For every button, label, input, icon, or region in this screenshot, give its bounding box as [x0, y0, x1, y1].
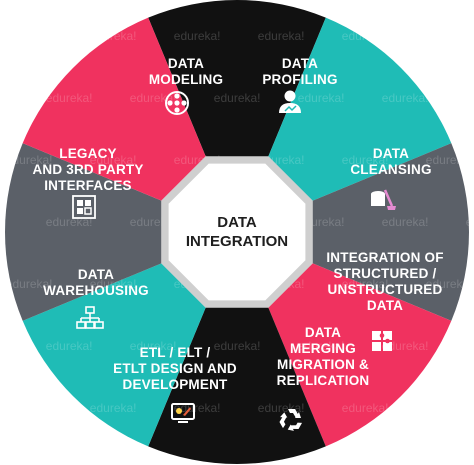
- segment-data-modeling-line-2: MODELING: [149, 72, 223, 87]
- watermark-text: edureka!: [6, 401, 53, 415]
- segment-legacy-interfaces-line-1: LEGACY: [59, 146, 116, 161]
- center-hub: DATA INTEGRATION: [161, 156, 313, 308]
- segment-data-merging-line-1: DATA: [305, 325, 341, 340]
- watermark-text: edureka!: [46, 91, 93, 105]
- segment-etl-design-line-2: ETLT DESIGN AND: [113, 361, 237, 376]
- watermark-text: edureka!: [90, 277, 137, 291]
- watermark-text: edureka!: [342, 401, 389, 415]
- segment-data-warehousing: [5, 141, 237, 323]
- broom-database-icon: [371, 189, 396, 210]
- watermark-text: edureka!: [426, 277, 473, 291]
- watermark-text: edureka!: [466, 339, 474, 353]
- segment-data-merging-line-3: MIGRATION &: [277, 357, 369, 372]
- segment-data-warehousing-line-2: WAREHOUSING: [43, 283, 149, 298]
- design-monitor-icon: [171, 403, 195, 423]
- center-title-line-2: INTEGRATION: [186, 233, 288, 250]
- watermark-text: edureka!: [342, 153, 389, 167]
- segment-data-profiling: [237, 13, 456, 232]
- watermark-text: edureka!: [426, 401, 473, 415]
- segment-data-modeling-line-1: DATA: [168, 56, 204, 71]
- segment-data-profiling-line-1: DATA: [282, 56, 318, 71]
- center-title-line-1: DATA: [217, 214, 257, 231]
- network-nodes-icon: [165, 91, 189, 115]
- center-octagon: [168, 163, 306, 301]
- warehouse-hierarchy-icon: [76, 306, 104, 329]
- segment-integration-structured-line-4: DATA: [367, 298, 403, 313]
- watermark-text: edureka!: [426, 153, 473, 167]
- watermark-text: edureka!: [466, 91, 474, 105]
- watermark-text: edureka!: [6, 29, 53, 43]
- watermark-text: edureka!: [426, 29, 473, 43]
- segment-etl-design: [18, 232, 237, 451]
- segment-data-cleansing-line-2: CLEANSING: [350, 162, 431, 177]
- watermark-text: edureka!: [382, 215, 429, 229]
- watermark-text: edureka!: [298, 91, 345, 105]
- segment-etl-design-line-1: ETL / ELT /: [140, 345, 211, 360]
- segment-integration-structured-line-1: INTEGRATION OF: [326, 250, 443, 265]
- person-profile-icon: [279, 90, 301, 113]
- segment-integration-structured-line-2: STRUCTURED /: [334, 266, 437, 281]
- recycle-icon: [279, 409, 303, 431]
- watermark-text: edureka!: [258, 29, 305, 43]
- segment-data-cleansing: [237, 141, 469, 323]
- watermark-text: edureka!: [6, 277, 53, 291]
- watermark-text: edureka!: [214, 91, 261, 105]
- watermark-text: edureka!: [46, 339, 93, 353]
- segment-data-cleansing-line-1: DATA: [373, 146, 409, 161]
- segment-etl-design-line-3: DEVELOPMENT: [123, 377, 229, 392]
- segment-data-modeling: [146, 0, 328, 232]
- watermark-text: edureka!: [298, 339, 345, 353]
- segment-legacy-interfaces-line-2: AND 3RD PARTY: [32, 162, 143, 177]
- watermark-text: edureka!: [90, 153, 137, 167]
- watermark-text: edureka!: [342, 29, 389, 43]
- watermark-text: edureka!: [258, 401, 305, 415]
- segment-data-warehousing-line-1: DATA: [78, 267, 114, 282]
- watermark-text: edureka!: [174, 29, 221, 43]
- watermark-text: edureka!: [382, 339, 429, 353]
- watermark-text: edureka!: [466, 215, 474, 229]
- watermark-text: edureka!: [130, 91, 177, 105]
- segment-integration-structured-line-3: UNSTRUCTURED: [328, 282, 443, 297]
- segment-data-merging-line-2: MERGING: [290, 341, 356, 356]
- segment-data-merging: [146, 232, 328, 464]
- segment-integration-structured: [237, 232, 456, 451]
- watermark-text: edureka!: [90, 401, 137, 415]
- watermark-text: edureka!: [342, 277, 389, 291]
- segment-data-merging-line-4: REPLICATION: [277, 373, 370, 388]
- segment-legacy-interfaces-line-3: INTERFACES: [44, 178, 132, 193]
- interface-grid-icon: [72, 195, 96, 219]
- puzzle-icon: [372, 331, 392, 351]
- watermark-text: edureka!: [214, 339, 261, 353]
- watermark-text: edureka!: [382, 91, 429, 105]
- watermark-text: edureka!: [130, 339, 177, 353]
- segment-data-profiling-line-2: PROFILING: [262, 72, 337, 87]
- watermark-text: edureka!: [90, 29, 137, 43]
- segment-legacy-interfaces: [18, 13, 237, 232]
